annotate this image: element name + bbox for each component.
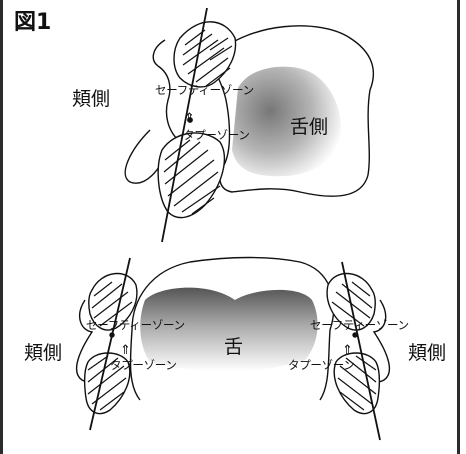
top-arrow-icon: ⇑	[184, 112, 195, 125]
bottom-cheek-left-label: 頬側	[24, 344, 62, 363]
bottom-tongue-label: 舌	[224, 338, 243, 357]
figure-label: 図1	[14, 12, 51, 34]
bottom-safety-zone-right-label: セーフティーゾーン	[310, 320, 409, 332]
bottom-tap-zone-right-label: タプーゾーン	[288, 360, 355, 372]
needle-point-right	[353, 333, 357, 337]
needle-point-left	[110, 333, 114, 337]
bottom-tap-zone-left-label: タプーゾーン	[110, 360, 177, 372]
top-diagram	[125, 8, 373, 242]
top-safety-zone-label: セーフティーゾーン	[155, 85, 254, 97]
top-cheek-side-label: 頬側	[72, 90, 110, 109]
bottom-arrow-left-icon: ⇑	[120, 344, 131, 357]
top-tap-zone-label: タプーゾーン	[183, 130, 250, 142]
bottom-cheek-right-label: 頬側	[408, 344, 446, 363]
top-tongue-side-label: 舌側	[290, 118, 328, 137]
bottom-safety-zone-left-label: セーフティーゾーン	[86, 320, 185, 332]
bottom-arrow-right-icon: ⇑	[342, 344, 353, 357]
